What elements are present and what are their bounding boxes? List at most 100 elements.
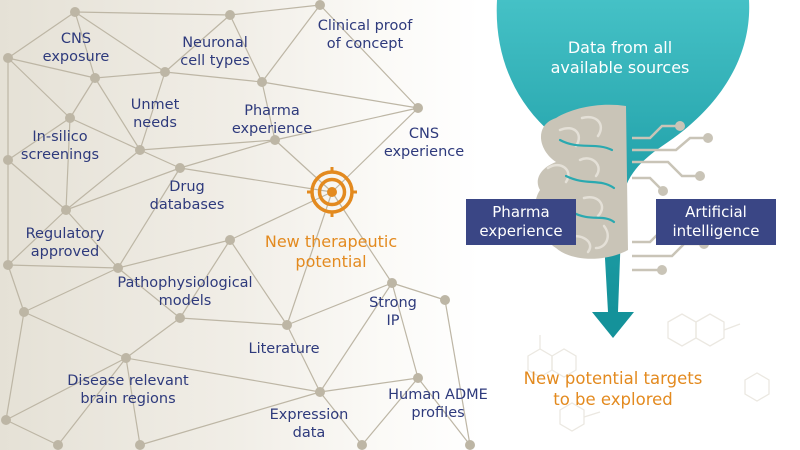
network-edge <box>125 317 181 359</box>
network-node-dot <box>3 260 13 270</box>
node-label-regulatory-approved: Regulatory approved <box>25 226 105 260</box>
network-edge <box>117 267 181 319</box>
network-edge <box>286 282 393 326</box>
network-edge <box>23 311 127 359</box>
network-edge <box>7 11 76 59</box>
network-edge <box>139 391 321 446</box>
network-node-dot <box>175 163 185 173</box>
network-edge <box>65 209 119 269</box>
network-edge <box>319 4 419 109</box>
network-edge <box>179 317 288 326</box>
network-node-dot <box>357 440 367 450</box>
network-edge <box>319 391 363 446</box>
network-edge <box>69 117 141 151</box>
network-node-dot <box>3 155 13 165</box>
network-edge <box>331 191 393 284</box>
network-edge <box>74 11 231 16</box>
network-node-dot <box>225 10 235 20</box>
node-label-unmet-needs: Unmet needs <box>130 97 180 131</box>
network-edge <box>125 357 141 446</box>
network-nodes <box>1 0 475 450</box>
network-edge <box>125 357 321 393</box>
node-label-expression-data: Expression data <box>269 407 349 441</box>
network-edge <box>229 4 321 16</box>
network-edge <box>5 311 25 421</box>
network-node-dot <box>257 77 267 87</box>
network-edge <box>117 239 231 269</box>
network-edge <box>179 239 231 319</box>
network-edge <box>417 377 471 446</box>
network-edge <box>7 57 71 119</box>
network-node-dot <box>282 320 292 330</box>
network-node-dot <box>113 263 123 273</box>
network-node-dot <box>315 0 325 10</box>
network-node-dot <box>387 278 397 288</box>
network-edge <box>444 299 471 446</box>
network-node-dot <box>270 135 280 145</box>
network-edge <box>229 14 263 83</box>
network-edge <box>261 81 276 141</box>
network-edge <box>57 357 127 446</box>
network-node-dot <box>19 307 29 317</box>
node-label-clinical-proof: Clinical proof of concept <box>317 18 413 52</box>
network-node-dot <box>413 103 423 113</box>
node-label-in-silico: In-silico screenings <box>20 129 100 163</box>
box-pharma-experience: Pharma experience <box>466 199 576 245</box>
network-edge <box>319 377 419 393</box>
funnel-top-text: Data from all available sources <box>550 38 690 77</box>
network-node-dot <box>440 295 450 305</box>
network-node-dot <box>413 373 423 383</box>
result-text: New potential targets to be explored <box>523 369 703 409</box>
network-node-dot <box>225 235 235 245</box>
network-node-dot <box>175 313 185 323</box>
network-edge <box>229 239 288 326</box>
network-edge <box>69 77 96 119</box>
network-edge <box>74 11 96 79</box>
box-artificial-intelligence-label: Artificial intelligence <box>672 203 760 240</box>
molecule-icon <box>527 313 770 432</box>
box-pharma-experience-label: Pharma experience <box>479 203 563 240</box>
network-edge <box>286 324 321 393</box>
center-label-new-therapeutic-potential: New therapeutic potential <box>264 232 398 271</box>
network-node-dot <box>315 387 325 397</box>
node-label-neuronal-cell-types: Neuronal cell types <box>180 35 250 69</box>
network-edge <box>65 149 141 211</box>
network-edge <box>94 71 166 79</box>
node-label-literature: Literature <box>248 341 320 357</box>
node-label-cns-experience: CNS experience <box>383 126 465 160</box>
network-node-dot <box>90 73 100 83</box>
network-node-dot <box>121 353 131 363</box>
network-node-dot <box>70 7 80 17</box>
network-edge <box>261 4 321 83</box>
network-node-dot <box>135 440 145 450</box>
network-edge <box>74 11 166 73</box>
network-edge <box>117 167 181 269</box>
network-edge <box>261 81 419 109</box>
network-node-dot <box>160 67 170 77</box>
node-label-pharma-experience: Pharma experience <box>231 103 313 137</box>
target-icon <box>307 167 357 217</box>
network-edge <box>23 267 119 313</box>
network-edge <box>164 71 263 83</box>
network-edge <box>319 282 393 393</box>
network-edge <box>7 117 71 161</box>
network-node-dot <box>465 440 475 450</box>
network-edge <box>7 209 67 266</box>
network-edge <box>94 77 141 151</box>
network-edge <box>179 139 276 169</box>
network-node-dot <box>53 440 63 450</box>
network-edge <box>391 282 419 379</box>
network-node-dot <box>1 415 11 425</box>
network-edge <box>7 159 67 211</box>
network-lines <box>5 4 471 446</box>
network-edge <box>7 264 25 313</box>
network-node-dot <box>3 53 13 63</box>
network-node-dot <box>65 113 75 123</box>
network-edge <box>139 139 276 151</box>
network-edge <box>164 14 231 73</box>
network-edge <box>286 191 333 326</box>
network-edge <box>7 264 119 269</box>
network-edge <box>65 167 181 211</box>
